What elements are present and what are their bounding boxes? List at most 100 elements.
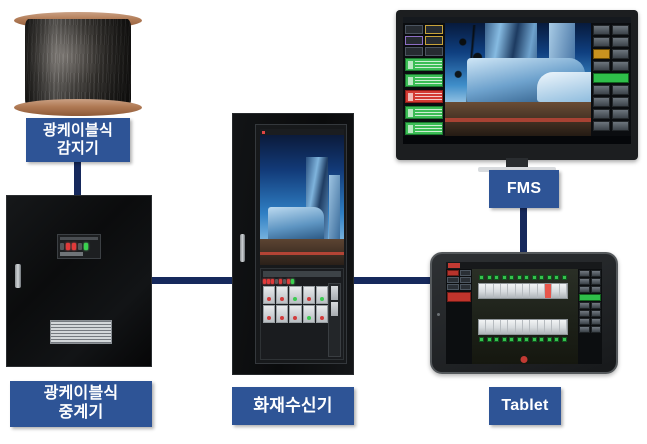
receiver-display-screen[interactable] — [260, 129, 344, 265]
tablet-toolbar-button[interactable] — [447, 277, 459, 283]
app-logo-icon — [448, 263, 460, 268]
fms-status-item[interactable] — [405, 122, 443, 135]
tablet-toolbar-button[interactable] — [459, 270, 471, 276]
circuit-module[interactable] — [276, 305, 289, 323]
tunnel-indicator — [501, 337, 507, 342]
fms-toolbar-button[interactable] — [425, 25, 443, 34]
fms-toolbar-button[interactable] — [425, 47, 443, 56]
circuit-module[interactable] — [302, 305, 315, 323]
tablet-control-button[interactable] — [579, 302, 590, 309]
circuit-module[interactable] — [276, 286, 289, 304]
tablet-right-toolbar[interactable] — [578, 269, 602, 364]
fms-status-item[interactable] — [405, 74, 443, 87]
tunnel-segment — [508, 320, 516, 334]
circuit-module[interactable] — [263, 305, 276, 323]
fms-control-button-active[interactable] — [593, 73, 629, 83]
fms-toolbar-row[interactable] — [405, 36, 443, 45]
tunnel-indicator — [479, 337, 485, 342]
fms-control-button[interactable] — [593, 109, 610, 119]
control-panel-led-row — [263, 279, 341, 284]
circuit-module[interactable] — [315, 286, 328, 304]
side-button[interactable] — [331, 286, 338, 300]
tablet-toolbar-button[interactable] — [459, 277, 471, 283]
tunnel-indicator — [539, 275, 545, 280]
tablet-toolbar-button[interactable] — [447, 270, 459, 276]
fms-status-item[interactable] — [405, 106, 443, 119]
tunnel-indicator — [509, 337, 515, 342]
fms-toolbar-button[interactable] — [405, 36, 423, 45]
monitor-stand-base — [478, 167, 556, 172]
tablet-screen[interactable] — [446, 262, 602, 364]
tablet-control-button[interactable] — [590, 302, 601, 309]
fms-control-button[interactable] — [612, 49, 629, 59]
fms-control-button[interactable] — [593, 61, 610, 71]
tunnel-segment-alert — [544, 284, 553, 298]
tablet-control-button[interactable] — [579, 278, 590, 285]
receiver-control-panel[interactable] — [260, 268, 344, 360]
circuit-module[interactable] — [263, 286, 276, 304]
tablet-control-button[interactable] — [590, 318, 601, 325]
fms-control-button[interactable] — [612, 25, 629, 35]
fms-control-button[interactable] — [593, 37, 610, 47]
side-button[interactable] — [331, 302, 338, 316]
tablet-control-button-active[interactable] — [579, 294, 601, 301]
circuit-module[interactable] — [315, 305, 328, 323]
tunnel-segment — [552, 320, 560, 334]
tunnel-indicator — [524, 275, 530, 280]
control-panel-title — [263, 271, 341, 277]
tablet-control-button[interactable] — [579, 286, 590, 293]
fms-control-button[interactable] — [593, 49, 610, 59]
tablet-control-button[interactable] — [590, 278, 601, 285]
fms-control-button[interactable] — [593, 85, 610, 95]
tablet-left-toolbar[interactable] — [446, 269, 472, 364]
fms-control-button[interactable] — [612, 121, 629, 131]
fms-control-button[interactable] — [593, 25, 610, 35]
tunnel-segment — [530, 284, 538, 298]
home-button-icon[interactable] — [520, 356, 528, 363]
tunnel-segment — [516, 284, 523, 298]
fms-status-item-alert[interactable] — [405, 90, 443, 103]
fms-screen[interactable] — [403, 17, 631, 144]
panel-label-text — [60, 252, 83, 256]
tablet-control-button[interactable] — [590, 286, 601, 293]
circuit-module[interactable] — [302, 286, 315, 304]
fms-control-sidebar[interactable] — [591, 23, 631, 136]
fms-control-button[interactable] — [612, 61, 629, 71]
tablet-control-button[interactable] — [579, 326, 590, 333]
tablet-control-button[interactable] — [590, 270, 601, 277]
fms-control-button[interactable] — [593, 97, 610, 107]
fms-toolbar-button[interactable] — [425, 36, 443, 45]
tablet-toolbar-button[interactable] — [459, 284, 471, 290]
tablet-frame — [430, 252, 618, 374]
fms-toolbar-button[interactable] — [405, 47, 423, 56]
tablet-toolbar-button[interactable] — [447, 284, 459, 290]
receiver-screen-topbar — [260, 129, 344, 135]
tablet-control-button[interactable] — [579, 318, 590, 325]
circuit-module[interactable] — [289, 286, 302, 304]
circuit-module[interactable] — [289, 305, 302, 323]
tablet-control-button[interactable] — [590, 326, 601, 333]
fms-control-button[interactable] — [612, 37, 629, 47]
alert-dot-icon — [262, 130, 265, 134]
fms-toolbar-button[interactable] — [405, 25, 423, 34]
tablet-control-button[interactable] — [579, 270, 590, 277]
tunnel-section-lower — [478, 319, 568, 335]
fms-status-item[interactable] — [405, 58, 443, 71]
tunnel-segment — [516, 320, 523, 334]
fms-control-button[interactable] — [612, 97, 629, 107]
fms-monitor — [396, 10, 638, 172]
fms-control-button[interactable] — [612, 85, 629, 95]
fms-menu-bar[interactable] — [403, 17, 631, 23]
fms-toolbar-row[interactable] — [405, 47, 443, 56]
fms-status-sidebar[interactable] — [403, 23, 445, 136]
tablet-control-button[interactable] — [579, 310, 590, 317]
connector-repeater-to-receiver — [150, 277, 235, 284]
tablet-alert-banner[interactable] — [447, 292, 471, 302]
fms-control-button[interactable] — [593, 121, 610, 131]
tunnel-indicator-row-bottom — [478, 337, 568, 342]
led-indicator — [60, 243, 64, 251]
control-panel-side-buttons[interactable] — [328, 283, 341, 357]
tablet-control-button[interactable] — [590, 310, 601, 317]
fms-control-button[interactable] — [612, 109, 629, 119]
fms-toolbar-row[interactable] — [405, 25, 443, 34]
